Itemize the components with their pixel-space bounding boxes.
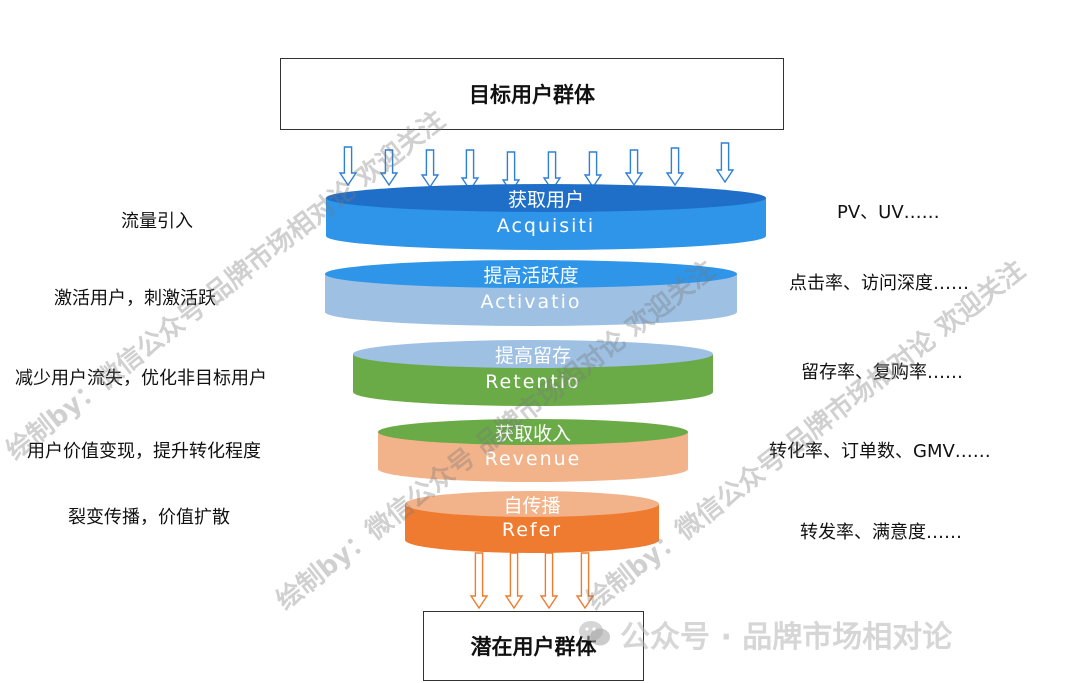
stage-en-label: Refer [502,519,562,541]
right-note-2: 点击率、访问深度…… [789,273,969,294]
stage-top [326,184,766,212]
down-arrow-icon [715,142,735,184]
stage-en-label: Acquisiti [497,215,595,237]
left-note-5: 裂变传播，价值扩散 [68,507,230,528]
right-note-3: 留存率、复购率…… [801,362,963,383]
stage-en-label: Activatio [480,291,581,313]
down-arrow-icon [379,149,399,187]
potential-users-box: 潜在用户群体 [423,611,644,681]
down-arrow-icon [539,552,559,610]
potential-users-label: 潜在用户群体 [470,635,597,659]
stage-cn-label: 自传播 [503,495,560,517]
target-users-box: 目标用户群体 [280,58,784,130]
down-arrow-icon [583,151,603,189]
left-note-4: 用户价值变现，提升转化程度 [27,441,261,462]
stage-cn-label: 提高活跃度 [483,265,578,287]
stage-top [378,419,688,445]
stage-en-label: Revenue [485,448,582,470]
down-arrow-icon [469,552,489,610]
down-arrow-icon [542,151,562,192]
stage-top [353,340,713,368]
stage-en-label: Retentio [485,371,581,393]
stage-body [353,354,713,406]
stage-cn-label: 获取收入 [495,423,571,445]
stage-body [405,504,659,553]
down-arrow-icon [575,552,595,610]
target-users-label: 目标用户群体 [469,83,595,107]
down-arrow-icon [338,146,358,187]
funnel-stage-4: 获取收入 Revenue [378,419,688,482]
right-note-4: 转化率、订单数、GMV…… [769,441,991,462]
stage-body [325,274,737,326]
left-note-3: 减少用户流失，优化非目标用户 [15,368,267,389]
right-note-1: PV、UV…… [837,202,940,223]
funnel-stage-1: 获取用户 Acquisiti [326,184,766,250]
wechat-icon [579,621,610,646]
brand-watermark: 公众号 · 品牌市场相对论 [578,612,952,656]
left-note-2: 激活用户，刺激活跃 [54,288,216,309]
stage-body [378,432,688,482]
down-arrow-icon [420,149,440,189]
down-arrow-icon [504,552,524,610]
left-note-1: 流量引入 [121,211,193,232]
brand-watermark-text: 公众号 · 品牌市场相对论 [620,620,953,655]
stage-cn-label: 提高留存 [495,345,571,367]
right-note-5: 转发率、满意度…… [800,522,962,543]
down-arrow-icon [460,149,480,192]
stage-top [405,491,659,517]
down-arrow-icon [665,147,685,187]
down-arrow-icon [624,149,644,187]
stage-top [325,260,737,288]
stage-cn-label: 获取用户 [508,189,584,211]
stage-body [326,198,766,250]
funnel-stage-2: 提高活跃度 Activatio [325,260,737,326]
funnel-stage-3: 提高留存 Retentio [353,340,713,406]
